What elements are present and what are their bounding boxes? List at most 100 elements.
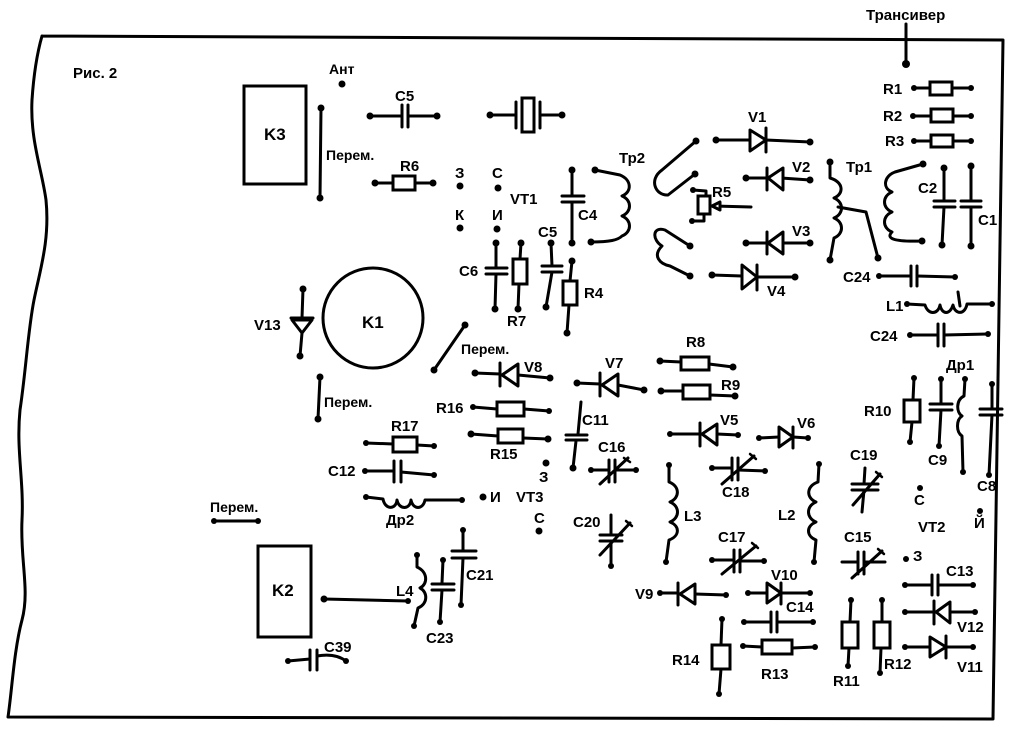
svg-text:V2: V2 — [792, 159, 810, 176]
diode-v6: V6 — [756, 415, 815, 450]
transistor-vt1-pins: З С VT1 К И — [455, 165, 538, 233]
resistor-r2: R2 — [883, 107, 974, 125]
resistor-r15: R15 — [467, 427, 552, 463]
svg-text:С: С — [914, 492, 925, 509]
resistor-r13: R13 — [740, 638, 818, 683]
diode-v2: V2 — [742, 159, 814, 192]
svg-text:L3: L3 — [684, 508, 702, 525]
svg-text:R5: R5 — [712, 184, 731, 201]
svg-text:R9: R9 — [721, 377, 740, 394]
inductor-l3: L3 — [663, 462, 702, 565]
capacitor-c11: C11 — [564, 400, 609, 472]
svg-text:C24: C24 — [843, 269, 871, 286]
diode-v5: V5 — [667, 412, 741, 448]
resistor-r1: R1 — [883, 80, 974, 98]
crystal-resonator — [486, 96, 566, 134]
svg-text:C14: C14 — [786, 599, 814, 616]
svg-text:V10: V10 — [771, 567, 798, 584]
trimmer-capacitor-c17: C17 — [709, 529, 767, 576]
svg-text:V9: V9 — [635, 586, 653, 603]
resistor-r12: R12 — [872, 597, 912, 676]
svg-text:R2: R2 — [883, 108, 902, 125]
transformer-tr2: Тр2 — [587, 137, 700, 280]
svg-text:С: С — [534, 510, 545, 527]
diode-v9: V9 — [635, 581, 729, 607]
transceiver-connection: Трансивер — [866, 7, 945, 68]
svg-text:C20: C20 — [573, 514, 601, 531]
svg-text:С: С — [492, 165, 503, 182]
svg-text:V12: V12 — [957, 619, 984, 636]
svg-text:C21: C21 — [466, 567, 494, 584]
svg-text:C4: C4 — [578, 207, 598, 224]
svg-text:C5: C5 — [538, 224, 557, 241]
capacitor-c24-upper: C24 — [843, 264, 958, 288]
connector-k2: K2 — [256, 544, 313, 639]
svg-text:C12: C12 — [328, 463, 356, 480]
svg-text:V3: V3 — [792, 223, 810, 240]
diode-v10: V10 — [745, 567, 813, 606]
svg-text:V11: V11 — [957, 659, 983, 676]
resistor-r10: R10 — [864, 375, 922, 445]
figure-title: Рис. 2 — [73, 65, 117, 82]
svg-text:R10: R10 — [864, 403, 892, 420]
resistor-r17: R17 — [363, 418, 437, 454]
jumper-perem-top: Перем. — [316, 104, 374, 202]
antenna-label: Ант — [329, 61, 355, 77]
svg-text:Тр1: Тр1 — [846, 159, 872, 176]
wire-k2-l4 — [322, 597, 410, 603]
capacitor-c23: C23 — [426, 557, 456, 647]
svg-text:Перем.: Перем. — [461, 341, 509, 357]
capacitor-c21: C21 — [450, 527, 494, 608]
inductor-l2: L2 — [778, 461, 822, 565]
svg-text:З: З — [913, 548, 922, 565]
resistor-r14: R14 — [672, 616, 732, 697]
jumper-perem-left: Перем. — [314, 373, 372, 423]
transformer-tr1: Тр1 — [826, 158, 927, 264]
svg-text:R3: R3 — [885, 133, 904, 150]
choke-dr1: Др1 — [946, 357, 974, 475]
capacitor-c6: C6 — [459, 239, 509, 313]
svg-text:C6: C6 — [459, 263, 478, 280]
capacitor-c5-top: C5 — [366, 88, 441, 129]
svg-text:C13: C13 — [946, 563, 974, 580]
svg-text:R1: R1 — [883, 81, 902, 98]
connector-k3-label: K3 — [264, 125, 286, 144]
svg-text:Й: Й — [974, 514, 985, 532]
connector-k2-label: K2 — [272, 581, 294, 600]
svg-text:L4: L4 — [396, 583, 414, 600]
capacitor-c12: C12 — [328, 459, 437, 484]
svg-text:C2: C2 — [918, 180, 937, 197]
trimmer-capacitor-c19: C19 — [850, 447, 884, 514]
resistor-r3: R3 — [885, 133, 974, 150]
connector-k3: K3 — [242, 84, 308, 186]
transistor-vt2-pins: С VT2 Й З — [903, 485, 985, 565]
jumper-label: Перем. — [326, 147, 374, 163]
diode-v13: V13 — [254, 285, 315, 360]
svg-text:V8: V8 — [524, 359, 542, 376]
svg-text:R14: R14 — [672, 652, 700, 669]
trimmer-capacitor-c18: C18 — [709, 452, 768, 501]
svg-text:VT2: VT2 — [918, 519, 946, 536]
svg-text:И: И — [492, 207, 503, 224]
svg-text:VT3: VT3 — [516, 489, 544, 506]
svg-text:R11: R11 — [833, 673, 860, 690]
svg-text:R7: R7 — [507, 313, 526, 330]
svg-text:V7: V7 — [605, 355, 623, 372]
diode-v1: V1 — [712, 109, 814, 154]
diode-v4: V4 — [708, 263, 799, 300]
svg-text:R16: R16 — [436, 400, 464, 417]
inductor-l4: L4 — [396, 552, 428, 629]
svg-text:C1: C1 — [978, 212, 997, 229]
trimmer-resistor-r5: R5 — [689, 184, 753, 224]
jumper-perem-middle: Перем. — [430, 321, 509, 374]
svg-text:Тр2: Тр2 — [619, 150, 645, 167]
svg-text:R12: R12 — [884, 656, 912, 673]
svg-text:V5: V5 — [720, 412, 738, 429]
capacitor-c4: C4 — [560, 166, 598, 247]
capacitor-c5-lower: C5 — [538, 224, 564, 311]
svg-text:R13: R13 — [761, 666, 789, 683]
diode-v3: V3 — [742, 223, 814, 256]
svg-text:C24: C24 — [870, 328, 898, 345]
svg-text:R8: R8 — [686, 334, 705, 351]
inductor-l1: L1 — [886, 290, 995, 315]
